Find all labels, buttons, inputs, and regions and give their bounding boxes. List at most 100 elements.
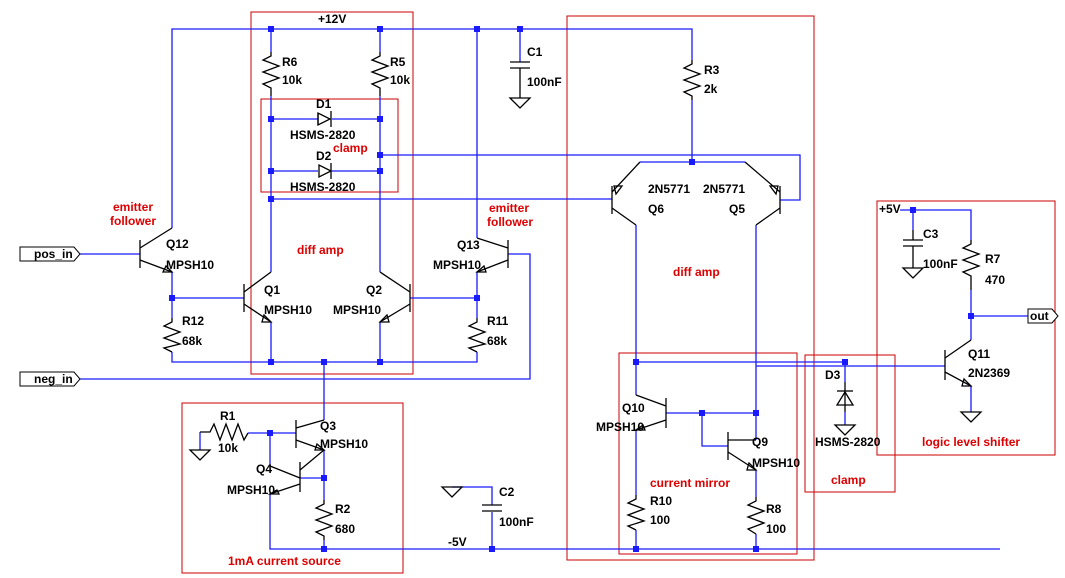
label-parts-r10-ref: R10 <box>650 494 672 508</box>
label-parts-q3-ref: Q3 <box>320 419 336 433</box>
transistor-Q1 <box>243 271 273 323</box>
transistor-Q3 <box>295 419 326 451</box>
label-parts-d2-ref: D2 <box>316 149 332 163</box>
resistor-R11 <box>467 318 488 353</box>
port-neg-in-label: neg_in <box>34 372 73 386</box>
port-out-label: out <box>1030 309 1049 323</box>
box-current-mirror <box>618 352 798 555</box>
label-parts-q2-ref: Q2 <box>366 283 382 297</box>
label-parts-r6-ref: R6 <box>282 55 298 69</box>
label-parts-q9-ref: Q9 <box>752 435 768 449</box>
diode-D2 <box>318 163 333 179</box>
resistor-R5 <box>370 52 390 96</box>
resistor-R10 <box>626 495 647 531</box>
port-neg-in <box>19 371 81 387</box>
box-diff-amp-2 <box>566 15 815 561</box>
label-emitter-follower-right-2: follower <box>487 215 533 229</box>
rail-vlogic-label: +5V <box>879 202 901 216</box>
capacitor-C2 <box>482 504 502 512</box>
junction-dots <box>169 26 974 552</box>
transistor-Q2 <box>378 271 411 323</box>
label-parts-q10-val: MPSH10 <box>596 420 644 434</box>
label-emitter-follower-left-1: emitter <box>113 200 153 214</box>
label-parts-q6-ref: Q6 <box>648 202 664 216</box>
label-parts-q13-ref: Q13 <box>457 238 480 252</box>
label-parts-r1-ref: R1 <box>220 409 236 423</box>
label-parts-q3-val: MPSH10 <box>320 437 368 451</box>
transistor-Q10 <box>633 394 667 431</box>
label-parts-q5-ref: Q5 <box>729 202 745 216</box>
label-parts-r12-ref: R12 <box>182 314 204 328</box>
block-outlines <box>181 11 1056 574</box>
label-parts-c2-val: 100nF <box>499 515 534 529</box>
label-parts-r3-val: 2k <box>704 82 718 96</box>
label-parts-c1-ref: C1 <box>527 45 543 59</box>
label-parts-q6-val: 2N5771 <box>648 182 690 196</box>
ground-Q11 <box>959 411 983 423</box>
label-parts-r5-ref: R5 <box>390 55 406 69</box>
label-parts-r7-ref: R7 <box>985 252 1001 266</box>
label-clamp-1: clamp <box>333 141 368 155</box>
ground-R1 <box>188 449 212 461</box>
label-parts-q11-val: 2N2369 <box>968 366 1010 380</box>
label-diff-amp-2: diff amp <box>673 265 720 279</box>
label-parts-r12-val: 68k <box>182 334 202 348</box>
label-parts-d1-ref: D1 <box>316 97 332 111</box>
label-emitter-follower-right-1: emitter <box>489 201 529 215</box>
transistor-Q5 <box>744 161 781 226</box>
label-parts-r11-ref: R11 <box>487 314 509 328</box>
label-parts-d3-val: HSMS-2820 <box>815 435 881 449</box>
transistor-Q9 <box>727 432 758 471</box>
label-current-source: 1mA current source <box>228 554 341 568</box>
label-parts-r3-ref: R3 <box>704 63 720 77</box>
label-parts-q13-val: MPSH10 <box>433 258 481 272</box>
transistor-Q12 <box>139 227 174 273</box>
label-parts-c1-val: 100nF <box>527 75 562 89</box>
label-parts-r10-val: 100 <box>650 513 670 527</box>
resistor-R2 <box>314 500 334 540</box>
wires <box>80 28 1028 550</box>
resistor-R3 <box>682 60 702 100</box>
rail-vcc-label: +12V <box>318 12 346 26</box>
label-parts-r11-val: 68k <box>487 334 507 348</box>
ground-D3 <box>833 424 857 436</box>
label-parts-q2-val: MPSH10 <box>333 303 381 317</box>
label-parts-r2-val: 680 <box>335 522 355 536</box>
components <box>19 52 1059 540</box>
rail-vee-label: -5V <box>448 535 467 549</box>
label-current-mirror: current mirror <box>650 476 730 490</box>
label-parts-q12-ref: Q12 <box>166 237 189 251</box>
label-parts-c2-ref: C2 <box>499 485 515 499</box>
port-pos-in <box>19 246 81 262</box>
box-clamp-2 <box>804 354 896 493</box>
resistor-R1 <box>200 422 249 442</box>
label-parts-r6-val: 10k <box>282 73 302 87</box>
transistor-Q11 <box>944 339 973 387</box>
label-parts-r8-ref: R8 <box>766 502 782 516</box>
transistor-Q4 <box>267 449 325 495</box>
transistor-Q6 <box>611 161 641 226</box>
label-parts-q1-val: MPSH10 <box>264 303 312 317</box>
label-parts-r5-val: 10k <box>390 73 410 87</box>
label-clamp-2: clamp <box>831 473 866 487</box>
label-diff-amp-1: diff amp <box>297 243 344 257</box>
label-parts-q10-ref: Q10 <box>622 401 645 415</box>
resistor-R6 <box>261 52 281 96</box>
capacitor-C1 <box>508 61 532 109</box>
label-parts-q9-val: MPSH10 <box>752 456 800 470</box>
box-current-source <box>181 402 404 574</box>
label-parts-d1-val: HSMS-2820 <box>290 128 356 142</box>
diode-D1 <box>317 111 332 127</box>
ground-C2 <box>440 486 464 498</box>
label-parts-q12-val: MPSH10 <box>166 258 214 272</box>
transistor-Q13 <box>475 237 509 273</box>
label-level-shifter: logic level shifter <box>922 435 1020 449</box>
label-parts-q1-ref: Q1 <box>264 283 280 297</box>
label-parts-q11-ref: Q11 <box>968 347 990 361</box>
port-pos-in-label: pos_in <box>34 247 73 261</box>
label-parts-q4-val: MPSH10 <box>227 483 275 497</box>
label-parts-r1-val: 10k <box>218 441 238 455</box>
label-parts-r2-ref: R2 <box>335 502 351 516</box>
box-diff-amp-1 <box>250 11 414 375</box>
